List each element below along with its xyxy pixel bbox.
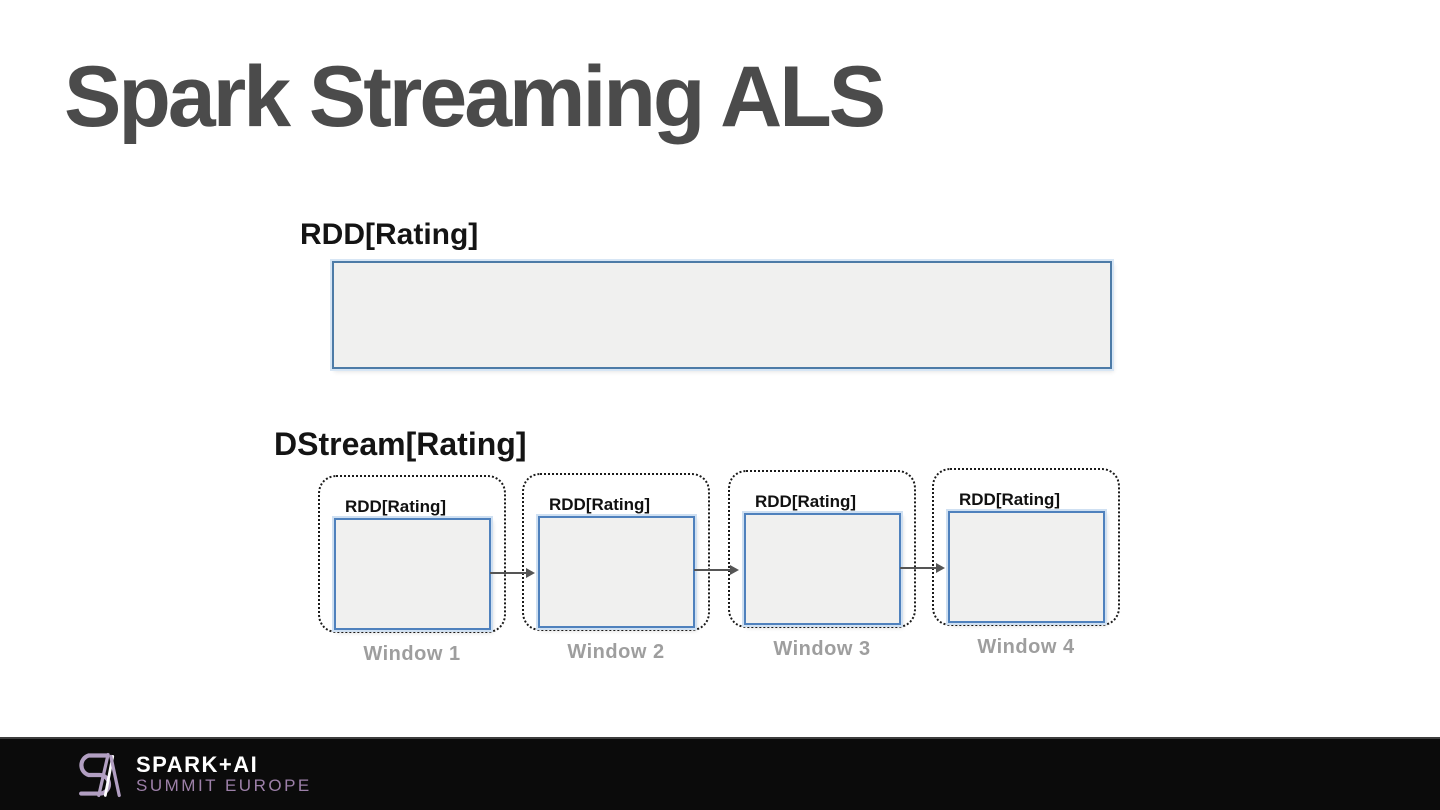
brand-name: SPARK+AI: [136, 751, 259, 777]
flow-arrow-1: [490, 568, 535, 578]
flow-arrow-3: [900, 563, 945, 573]
window-dashed-border: RDD[Rating]: [728, 470, 916, 628]
rdd-section-label: RDD[Rating]: [300, 218, 479, 251]
footer-brand-block: SPARK+AI SUMMIT EUROPE: [136, 753, 312, 796]
window-rdd-box: [334, 518, 491, 630]
rdd-box: [332, 261, 1112, 369]
spark-ai-summit-logo-icon: [79, 752, 121, 797]
window-caption: Window 3: [773, 638, 871, 660]
page-title: Spark Streaming ALS: [64, 49, 886, 145]
window-rdd-box: [948, 511, 1105, 623]
dstream-window-2: RDD[Rating] Window 2: [522, 473, 710, 664]
window-caption: Window 1: [363, 643, 461, 665]
dstream-window-4: RDD[Rating] Window 4: [932, 468, 1120, 659]
window-rdd-label: RDD[Rating]: [549, 495, 651, 514]
window-rdd-box: [744, 513, 901, 625]
window-caption: Window 4: [977, 636, 1075, 658]
window-rdd-label: RDD[Rating]: [345, 497, 447, 516]
summit-europe-label: SUMMIT EUROPE: [136, 775, 312, 795]
window-rdd-box: [538, 516, 695, 628]
window-dashed-border: RDD[Rating]: [522, 473, 710, 631]
dstream-window-3: RDD[Rating] Window 3: [728, 470, 916, 661]
window-dashed-border: RDD[Rating]: [318, 475, 506, 633]
window-rdd-label: RDD[Rating]: [755, 492, 857, 511]
window-rdd-label: RDD[Rating]: [959, 490, 1061, 509]
window-dashed-border: RDD[Rating]: [932, 468, 1120, 626]
dstream-section-label: DStream[Rating]: [274, 426, 527, 462]
footer-bar: SPARK+AI SUMMIT EUROPE: [0, 737, 1440, 810]
window-caption: Window 2: [567, 641, 665, 663]
flow-arrow-2: [694, 565, 739, 575]
dstream-window-1: RDD[Rating] Window 1: [318, 475, 506, 666]
